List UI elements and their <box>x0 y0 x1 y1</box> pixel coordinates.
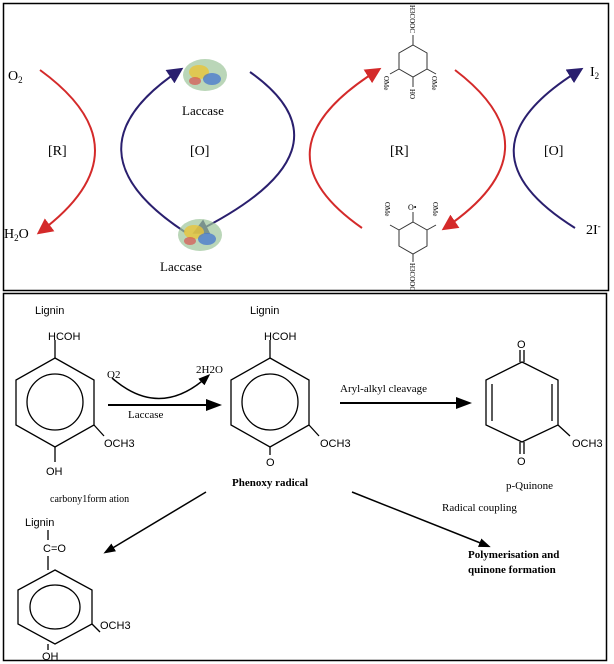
oxygen-label: O <box>517 456 526 468</box>
outcome-label: quinone formation <box>468 564 556 576</box>
carbonyl-arrow: carbony1form ation <box>50 491 207 554</box>
bottom-panel-frame <box>2 292 608 662</box>
ome-label: OMe <box>431 202 439 216</box>
oxygen-label: O <box>266 457 275 469</box>
blue-arc-2 <box>192 71 296 234</box>
phenoxy-radical: Lignin HCOH OCH3 O Phenoxy radical <box>230 305 351 489</box>
redox-cycle <box>36 67 584 235</box>
hydroxyl-label: HO <box>408 89 416 99</box>
compound-name: Phenoxy radical <box>232 477 308 489</box>
iodine-label: I2 <box>590 65 599 81</box>
red-arc-2 <box>308 67 382 229</box>
lignin-label: Lignin <box>25 517 54 529</box>
lignin-label: Lignin <box>35 305 64 317</box>
ester-label: H3COOC <box>408 263 416 291</box>
iodide-label: 2I- <box>586 221 601 238</box>
o-label-1: [O] <box>190 144 209 159</box>
enzyme-label: Laccase <box>128 409 164 421</box>
methoxy-label: OCH3 <box>104 438 135 450</box>
group-label: HCOH <box>48 331 80 343</box>
red-arc-3 <box>441 69 506 231</box>
carbonyl-lignin-unit: Lignin C=O OCH3 OH <box>17 517 131 663</box>
outcome-label: Polymerisation and <box>468 549 559 561</box>
o2-label: O2 <box>8 69 23 85</box>
h2o-label: H2O <box>4 227 29 243</box>
ome-label: OMe <box>382 76 390 90</box>
radical-label: O• <box>408 203 417 212</box>
ome-label: OMe <box>383 202 391 216</box>
laccase-oxidation-arrow: O2 2H2O Laccase <box>107 364 223 421</box>
methoxy-label: OCH3 <box>572 438 603 450</box>
p-quinone: O O OCH3 p-Quinone <box>485 339 603 492</box>
group-label: C=O <box>43 543 66 555</box>
red-arc-1 <box>36 69 96 235</box>
laccase-enzyme-icon <box>183 59 227 91</box>
reagent-label: O2 <box>107 369 120 381</box>
blue-arc-3 <box>512 67 584 229</box>
r-label-1: [R] <box>48 144 67 159</box>
mediator-radical: O• OMe OMe H3COOC <box>383 202 439 291</box>
blue-arc-1 <box>120 67 186 233</box>
cleavage-arrow: Aryl-alkyl cleavage <box>340 383 472 409</box>
ome-label: OMe <box>430 76 438 90</box>
o-label-2: [O] <box>544 144 563 159</box>
laccase-enzyme-icon <box>178 219 222 251</box>
laccase-label-bottom: Laccase <box>160 259 202 274</box>
lignin-label: Lignin <box>250 305 279 317</box>
compound-name: p-Quinone <box>506 480 553 492</box>
product-label: 2H2O <box>196 364 223 376</box>
methoxy-label: OCH3 <box>320 438 351 450</box>
methoxy-label: OCH3 <box>100 620 131 632</box>
carbonyl-label: carbony1form ation <box>50 494 129 505</box>
top-panel-frame <box>2 2 610 292</box>
laccase-label-top: Laccase <box>182 103 224 118</box>
group-label: HCOH <box>264 331 296 343</box>
lignin-guaiacyl-unit: Lignin HCOH OCH3 OH <box>15 305 135 478</box>
hydroxyl-label: OH <box>42 651 59 663</box>
r-label-2: [R] <box>390 144 409 159</box>
mediator-reduced: H3COOC OMe OMe HO <box>382 5 438 99</box>
cleavage-label: Aryl-alkyl cleavage <box>340 383 427 395</box>
coupling-label: Radical coupling <box>442 502 517 514</box>
oxygen-label: O <box>517 339 526 351</box>
coupling-arrow: Radical coupling Polymerisation and quin… <box>351 491 559 576</box>
hydroxyl-label: OH <box>46 466 63 478</box>
ester-label: H3COOC <box>408 5 416 33</box>
